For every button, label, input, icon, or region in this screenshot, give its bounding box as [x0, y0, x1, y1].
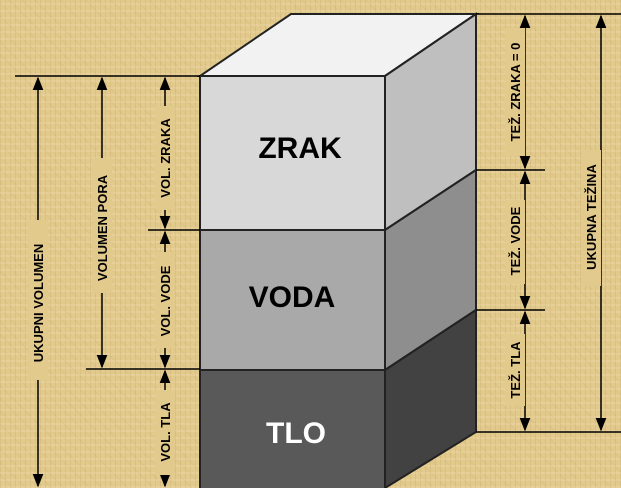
- soil-label: TLO: [266, 417, 326, 450]
- water-volume-label: VOL. VODE: [158, 265, 173, 336]
- soil-weight-label: TEŽ. TLA: [508, 341, 523, 399]
- total-volume-label: UKUPNI VOLUMEN: [31, 244, 46, 362]
- pore-volume-label: VOLUMEN PORA: [95, 174, 110, 281]
- air-label: ZRAK: [258, 132, 342, 165]
- water-label: VODA: [249, 281, 336, 314]
- total-weight-label: UKUPNA TEŽINA: [584, 164, 599, 270]
- phase-block: ZRAK VODA TLO: [200, 14, 476, 488]
- air-volume-label: VOL. ZRAKA: [158, 118, 173, 198]
- soil-volume-label: VOL. TLA: [158, 402, 173, 462]
- air-weight-label: TEŽ. ZRAKA = 0: [508, 43, 523, 142]
- water-weight-label: TEŽ. VODE: [508, 206, 523, 275]
- weight-dimension-labels: TEŽ. ZRAKA = 0 TEŽ. VODE TEŽ. TLA UKUPNA…: [505, 28, 601, 406]
- volume-dimension-labels: UKUPNI VOLUMEN VOLUMEN PORA VOL. ZRAKA V…: [28, 106, 175, 475]
